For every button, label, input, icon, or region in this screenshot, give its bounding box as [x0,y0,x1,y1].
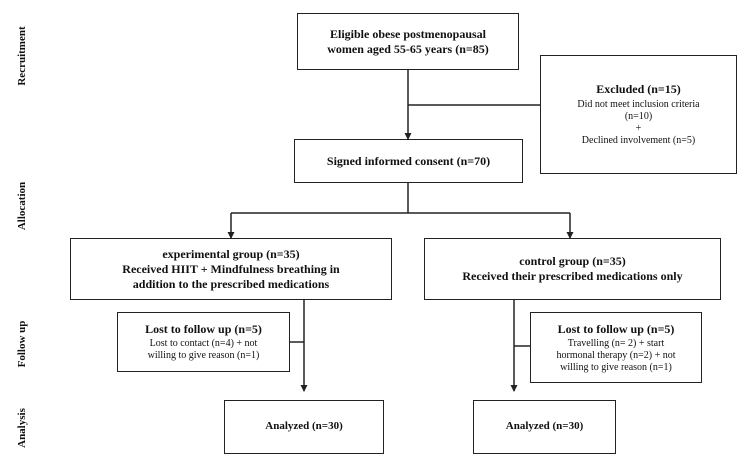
lost-ctrl-line-1: Travelling (n= 2) + start [567,337,665,349]
eligible-line-2: women aged 55-65 years (n=85) [327,41,489,56]
excluded-title: Excluded (n=15) [596,82,681,96]
eligible-box: Eligible obese postmenopausal women aged… [297,13,519,70]
excluded-plus: + [635,123,642,134]
phase-label-analysis: Analysis [16,408,28,448]
consent-label: Signed informed consent (n=70) [326,153,491,168]
experimental-group-box: experimental group (n=35) Received HIIT … [70,238,392,300]
phase-label-recruitment: Recruitment [16,26,28,86]
analyzed-control-box: Analyzed (n=30) [473,400,616,454]
control-group-box: control group (n=35) Received their pres… [424,238,721,300]
excluded-box: Excluded (n=15) Did not meet inclusion c… [540,55,737,174]
lost-ctrl-title: Lost to follow up (n=5) [557,321,675,336]
phase-label-allocation: Allocation [16,181,28,231]
lost-follow-up-experimental-box: Lost to follow up (n=5) Lost to contact … [117,312,290,372]
lost-follow-up-control-box: Lost to follow up (n=5) Travelling (n= 2… [530,312,702,383]
eligible-line-1: Eligible obese postmenopausal [329,26,487,41]
excluded-line-3: Declined involvement (n=5) [581,135,696,146]
experimental-line-3: addition to the prescribed medications [132,276,330,291]
analyzed-exp-label: Analyzed (n=30) [265,420,343,433]
lost-exp-line-1: Lost to contact (n=4) + not [149,338,258,349]
lost-exp-title: Lost to follow up (n=5) [145,322,262,336]
experimental-line-1: experimental group (n=35) [162,246,300,261]
lost-ctrl-line-3: willing to give reason (n=1) [560,361,672,373]
lost-ctrl-line-2: hormonal therapy (n=2) + not [556,349,676,361]
lost-exp-line-2: willing to give reason (n=1) [147,350,260,361]
control-line-2: Received their prescribed medications on… [462,269,683,283]
excluded-line-1: Did not meet inclusion criteria [577,99,700,110]
control-line-1: control group (n=35) [519,254,626,268]
phase-label-follow-up: Follow up [16,320,28,368]
excluded-line-2: (n=10) [624,111,653,122]
analyzed-experimental-box: Analyzed (n=30) [224,400,384,454]
consent-box: Signed informed consent (n=70) [294,139,523,183]
analyzed-ctrl-label: Analyzed (n=30) [505,420,584,433]
experimental-line-2: Received HIIT + Mindfulness breathing in [122,261,340,276]
